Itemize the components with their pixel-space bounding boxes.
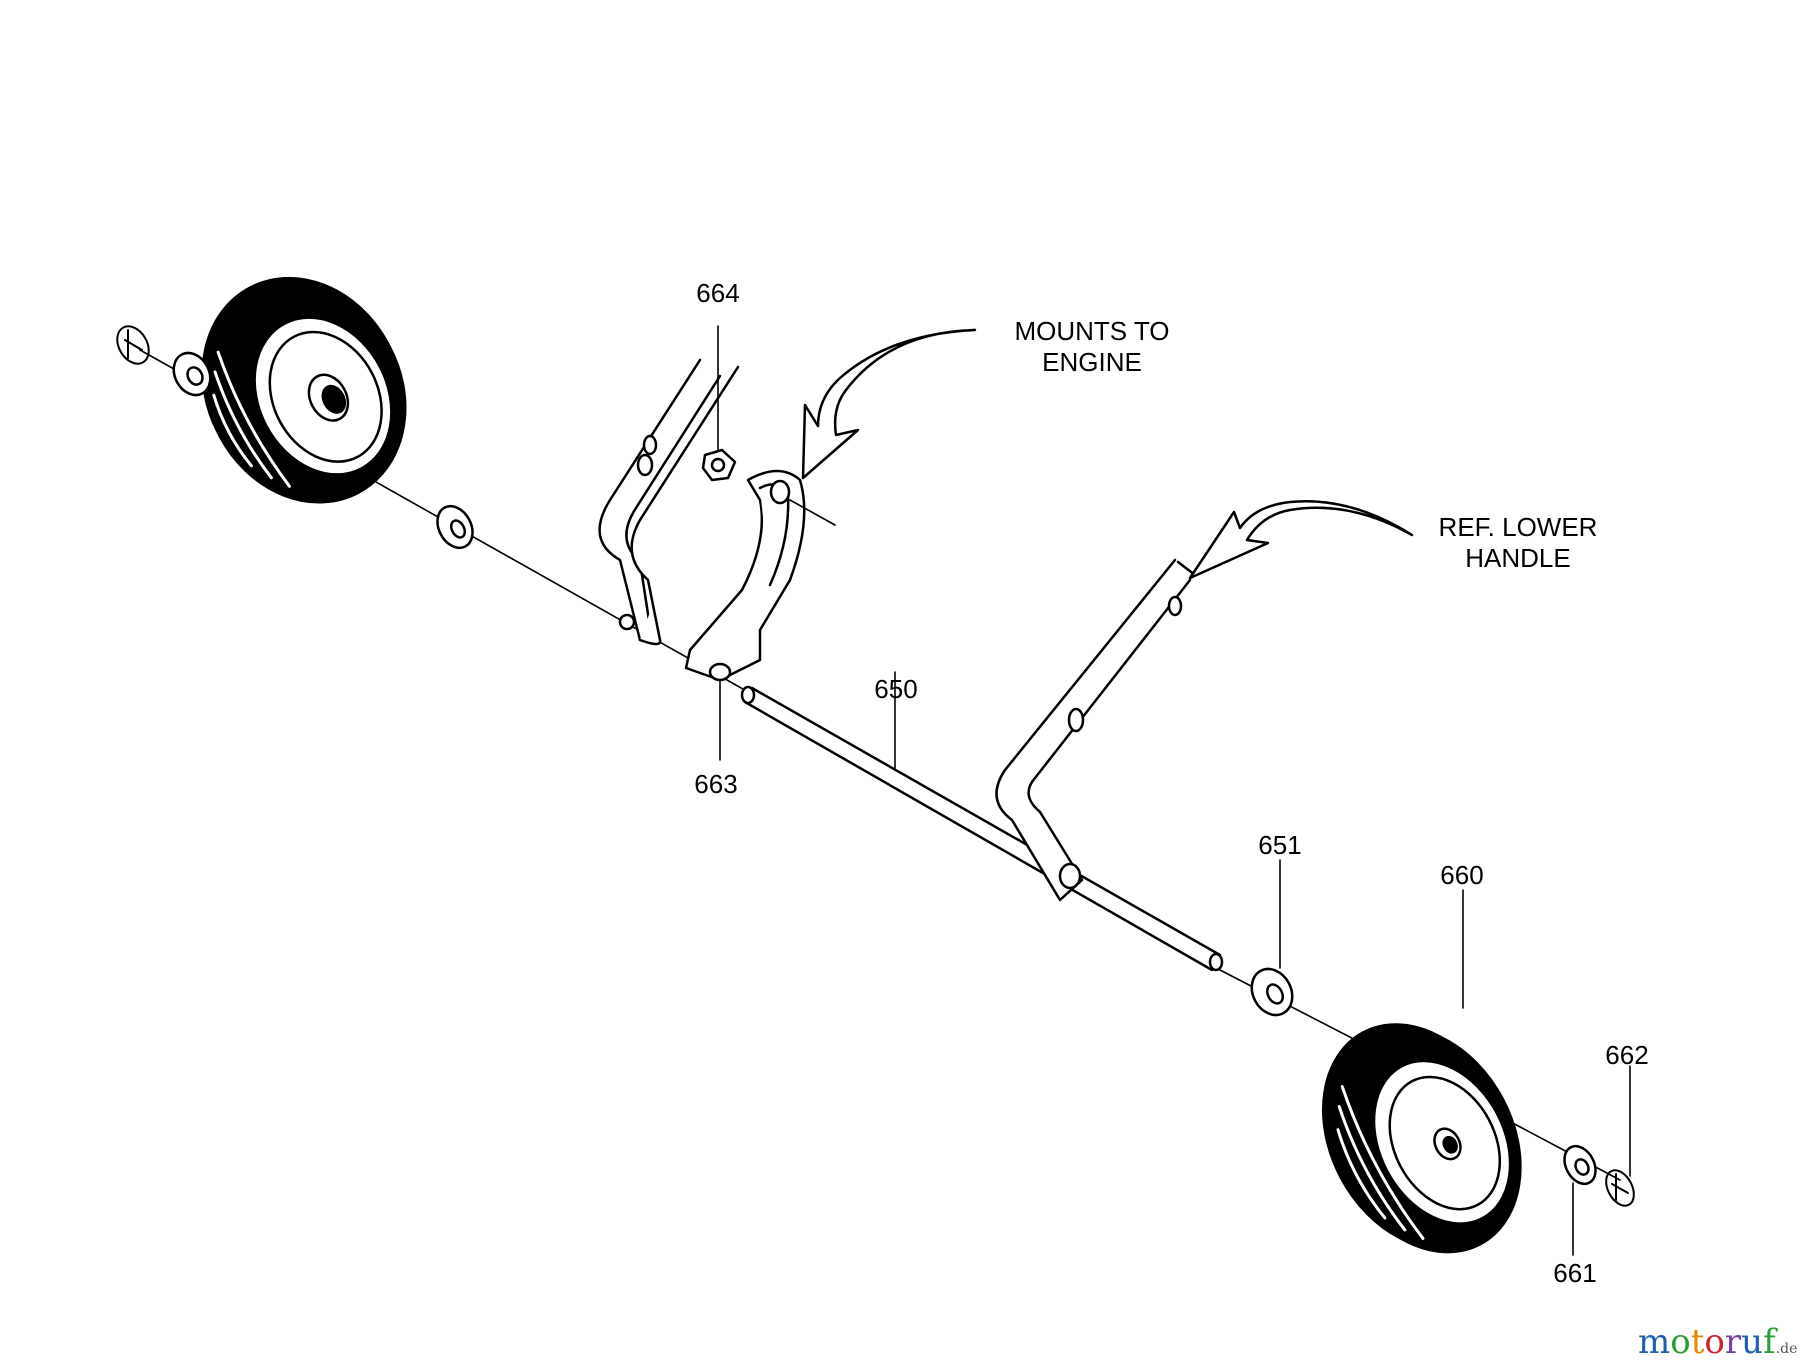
left-wheel [201, 276, 407, 504]
motoruf-watermark-logo: motoruf.de [1638, 1322, 1797, 1362]
note-ref-line2: HANDLE [1465, 543, 1571, 573]
label-660: 660 [1440, 860, 1484, 890]
left-outer-washer [172, 351, 212, 397]
nut-664 [701, 448, 737, 482]
washer-661 [1563, 1144, 1597, 1186]
arrow-ref-lower-handle [1188, 500, 1414, 580]
arrow-mounts-to-engine [801, 328, 977, 480]
label-662: 662 [1605, 1040, 1649, 1070]
right-handle-bracket [995, 558, 1197, 902]
label-661: 661 [1553, 1258, 1597, 1288]
label-664: 664 [696, 278, 740, 308]
watermark-letter: m [1638, 1322, 1671, 1362]
note-ref-line1: REF. LOWER [1438, 512, 1598, 542]
wheel-660 [1321, 1023, 1522, 1254]
note-ref-lower-handle: REF. LOWER HANDLE [1439, 512, 1598, 574]
axle-rod-650 [740, 685, 1224, 972]
push-nut-662 [1605, 1169, 1635, 1207]
watermark-letter: f [1763, 1322, 1776, 1362]
watermark-letter: o [1670, 1322, 1691, 1362]
note-mounts-line1: MOUNTS TO [1014, 316, 1170, 346]
bracket-663 [684, 469, 806, 682]
watermark-letter: r [1724, 1322, 1742, 1362]
label-651: 651 [1258, 830, 1302, 860]
watermark-letter: o [1704, 1322, 1725, 1362]
label-650: 650 [874, 674, 918, 704]
left-handle-bracket [598, 358, 740, 646]
watermark-suffix: .de [1775, 1341, 1798, 1357]
watermark-letter: t [1690, 1322, 1705, 1362]
watermark-letters: motoruf [1638, 1322, 1776, 1362]
note-mounts-line2: ENGINE [1042, 347, 1142, 377]
label-663: 663 [694, 769, 738, 799]
washer-651 [1250, 967, 1294, 1017]
note-mounts-to-engine: MOUNTS TO ENGINE [1014, 316, 1169, 378]
left-inner-washer [436, 504, 474, 550]
watermark-letter: u [1741, 1322, 1764, 1362]
left-push-nut [116, 325, 150, 365]
